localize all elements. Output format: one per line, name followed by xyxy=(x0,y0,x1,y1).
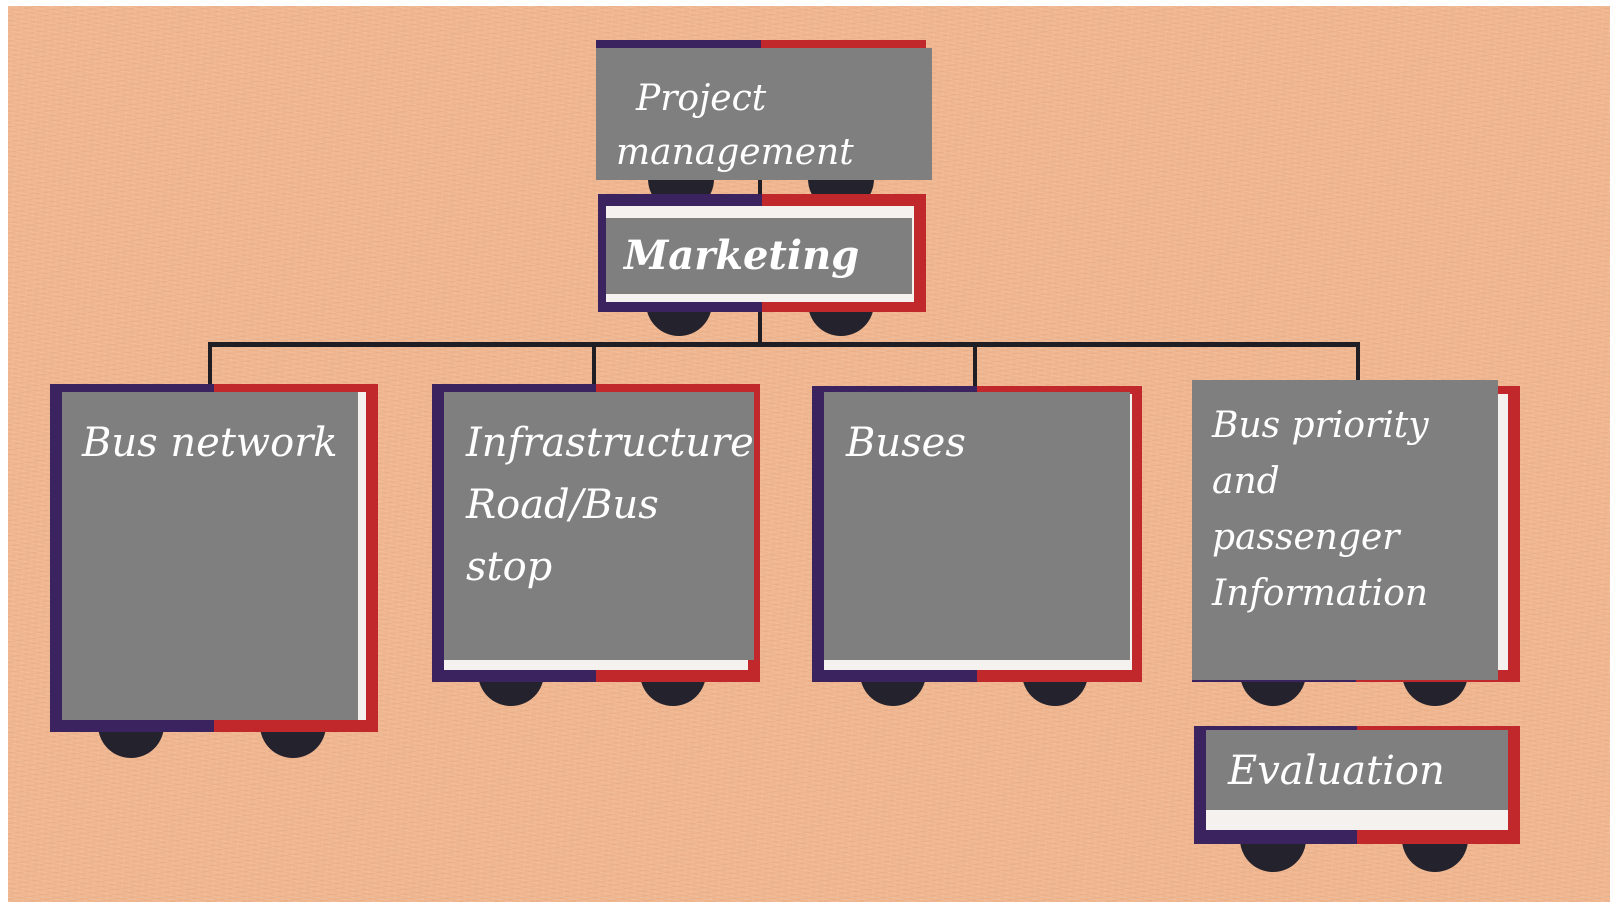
node-label-line: Bus priority and xyxy=(1212,405,1429,502)
node-label: Evaluation xyxy=(1228,748,1445,794)
node-label-line: Infrastructure xyxy=(466,420,754,466)
node-label-line: Information xyxy=(1212,573,1429,614)
connector-infrastructure xyxy=(592,342,596,386)
node-label-line: Road/Bus stop xyxy=(466,482,659,590)
node-label-line: management xyxy=(616,132,854,173)
node-label: Marketing xyxy=(624,232,860,279)
node-label-line: Project xyxy=(636,78,767,119)
node-marketing: Marketing xyxy=(606,218,912,294)
node-evaluation: Evaluation xyxy=(1206,730,1508,810)
connector-bus-network xyxy=(208,342,212,386)
node-bus-network: Bus network xyxy=(62,392,358,720)
connector-buses xyxy=(973,342,977,386)
node-label-line: Buses xyxy=(846,420,966,466)
node-label-line: Bus network xyxy=(82,420,338,466)
node-buses: Buses xyxy=(824,392,1130,660)
node-project-management: Project management xyxy=(596,48,932,180)
diagram-canvas: Project management Marketing Bus network… xyxy=(8,6,1610,902)
connector-bus-priority xyxy=(1356,342,1360,386)
connector-horizontal xyxy=(208,342,1360,347)
node-infrastructure: Infrastructure Road/Bus stop xyxy=(444,392,754,660)
connector-root-to-marketing xyxy=(758,178,762,202)
node-label-line: passenger xyxy=(1212,517,1400,558)
node-bus-priority: Bus priority and passenger Information xyxy=(1192,380,1498,680)
connector-marketing-down xyxy=(758,306,762,346)
